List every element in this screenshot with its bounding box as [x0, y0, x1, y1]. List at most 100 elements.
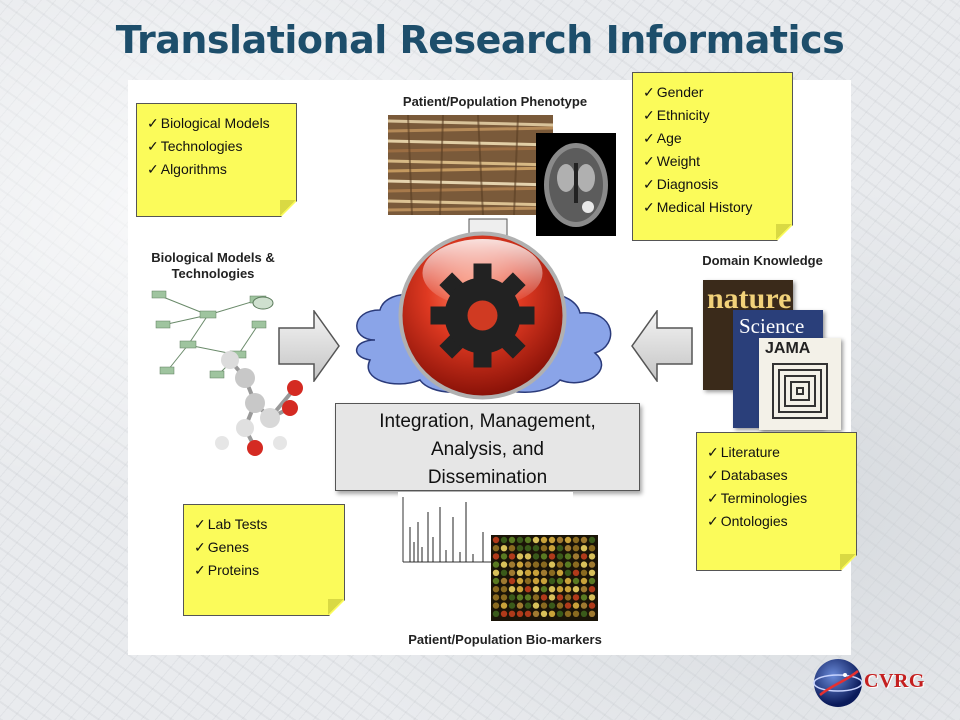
microarray-spot — [516, 545, 524, 552]
microarray-spot — [508, 545, 516, 552]
integration-line2: Analysis, and — [430, 439, 544, 460]
page-title: Translational Research Informatics — [115, 18, 845, 62]
microarray-spot — [572, 586, 580, 593]
microarray-spot — [548, 536, 556, 544]
microarray-spot — [532, 610, 540, 617]
microarray-spot — [524, 586, 532, 593]
microarray-spot — [492, 577, 500, 585]
journal-science-title: Science — [739, 314, 805, 338]
microarray-spot — [524, 536, 532, 544]
note-bio-models: Biological Models Technologies Algorithm… — [136, 103, 297, 217]
microarray-spot — [556, 536, 564, 544]
microarray-spot — [564, 553, 572, 560]
list-item: Technologies — [147, 135, 286, 158]
microarray-spot — [500, 577, 508, 585]
microarray-spot — [524, 577, 532, 585]
microarray-spot — [580, 553, 588, 560]
brain-scan-icon — [536, 133, 616, 236]
microarray-spot — [500, 553, 508, 560]
microarray-spot — [580, 594, 588, 601]
microarray-spot — [492, 569, 500, 576]
microarray-spot — [572, 577, 580, 585]
molecule-icon — [215, 351, 303, 456]
microarray-spot — [572, 536, 580, 544]
label-bio-models-line1: Biological Models & — [151, 250, 275, 265]
microarray-spot — [508, 594, 516, 601]
microarray-spot — [492, 536, 500, 544]
microarray-spot — [492, 561, 500, 568]
microarray-spot — [532, 594, 540, 601]
label-bio-models: Biological Models & Technologies — [138, 250, 288, 282]
label-bio-models-line2: Technologies — [171, 266, 255, 281]
label-phenotype: Patient/Population Phenotype — [402, 94, 588, 109]
journal-jama: JAMA — [759, 338, 841, 430]
microarray-spot — [524, 610, 532, 617]
microarray-spot — [588, 569, 596, 576]
microarray-spot — [564, 602, 572, 609]
microarray-spot — [508, 536, 516, 544]
microarray-spot — [572, 594, 580, 601]
microarray-spot — [588, 586, 596, 593]
microarray-spot — [548, 602, 556, 609]
microarray-spot — [492, 594, 500, 601]
microarray-spot — [572, 553, 580, 560]
microarray-spot — [508, 553, 516, 560]
microarray-spot — [548, 569, 556, 576]
microarray-spot — [524, 602, 532, 609]
microarray-spot — [588, 610, 596, 617]
list-item: Diagnosis — [643, 173, 782, 196]
microarray-spot — [524, 545, 532, 552]
integration-line1: Integration, Management, — [379, 411, 596, 432]
note-domain-list: Literature Databases Terminologies Ontol… — [707, 441, 846, 533]
microarray-spot — [580, 610, 588, 617]
microarray-spot — [556, 594, 564, 601]
microarray-spot — [516, 553, 524, 560]
microarray-spot — [588, 536, 596, 544]
list-item: Proteins — [194, 559, 334, 582]
microarray-spot — [500, 586, 508, 593]
microarray-spot — [548, 553, 556, 560]
list-item: Medical History — [643, 196, 782, 219]
microarray-spot — [588, 553, 596, 560]
list-item: Ontologies — [707, 510, 846, 533]
microarray-spot — [532, 577, 540, 585]
microarray-spot — [580, 545, 588, 552]
microarray-spot — [540, 594, 548, 601]
microarray-spot — [540, 577, 548, 585]
list-item: Age — [643, 127, 782, 150]
microarray-spot — [572, 610, 580, 617]
microarray-spot — [588, 561, 596, 568]
microarray-spot — [548, 586, 556, 593]
logo-text: CVRG — [864, 670, 925, 692]
microarray-spot — [564, 545, 572, 552]
microarray-spot — [580, 561, 588, 568]
microarray-spot — [580, 577, 588, 585]
microarray-spot — [516, 569, 524, 576]
microarray-spot — [540, 561, 548, 568]
note-bio-models-list: Biological Models Technologies Algorithm… — [147, 112, 286, 181]
microarray-spot — [580, 586, 588, 593]
microarray-spot — [540, 586, 548, 593]
list-item: Lab Tests — [194, 513, 334, 536]
microarray-spot — [572, 561, 580, 568]
list-item: Genes — [194, 536, 334, 559]
microarray-spot — [564, 586, 572, 593]
microarray-spot — [532, 586, 540, 593]
journal-jama-title: JAMA — [765, 340, 811, 357]
microarray-spot — [516, 586, 524, 593]
microarray-spot — [564, 610, 572, 617]
microarray-spot — [516, 594, 524, 601]
microarray-spot — [524, 569, 532, 576]
microarray-spot — [524, 594, 532, 601]
microarray-spot — [564, 594, 572, 601]
list-item: Biological Models — [147, 112, 286, 135]
microarray-spot — [564, 561, 572, 568]
integration-line3: Dissemination — [427, 467, 548, 488]
jama-cover-art — [772, 363, 828, 419]
list-item: Terminologies — [707, 487, 846, 510]
microarray-spot — [516, 577, 524, 585]
microarray-spot — [588, 594, 596, 601]
note-biomarkers-list: Lab Tests Genes Proteins — [194, 513, 334, 582]
microarray-spot — [492, 586, 500, 593]
microarray-spot — [508, 586, 516, 593]
